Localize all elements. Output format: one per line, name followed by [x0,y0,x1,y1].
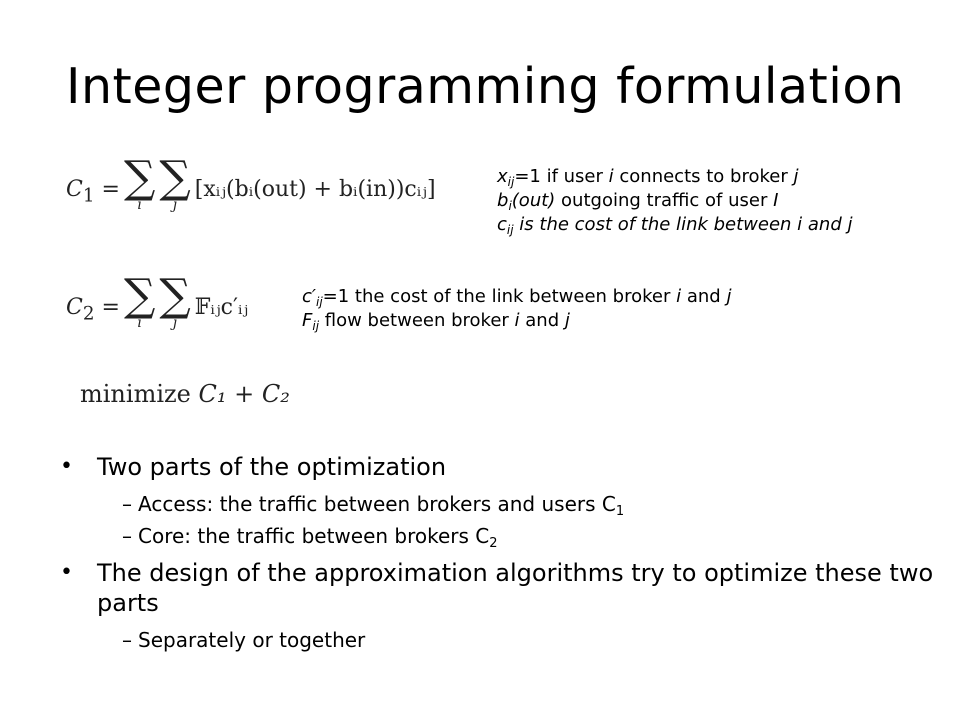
bullet-item: • The design of the approximation algori… [60,559,934,617]
note-line: bi(out) outgoing traffic of user I [497,190,779,213]
sub-bullet-item: – Separately or together [60,624,940,656]
bullet-dot: • [60,454,73,479]
sub-bullet-item: – Access: the traffic between brokers an… [60,488,940,520]
objective-word: minimize [80,380,191,408]
eq2-sum-j: ∑j [159,270,191,331]
eq1-sum-j: ∑j [159,152,191,213]
equation-c1: C1 = ∑i ∑j [xᵢⱼ(bᵢ(out) + bᵢ(in))cᵢⱼ] [66,152,436,213]
bullet-dash: – [122,492,132,516]
bullet-dot: • [60,560,73,585]
eq2-lhs-sub: 2 [82,303,95,325]
note-line: c′ij=1 the cost of the link between brok… [302,286,732,309]
note-line: Fij flow between broker i and j [302,310,570,333]
variable-notes-1: xij=1 if user i connects to broker j bi(… [497,165,852,237]
objective: minimize C₁ + C₂ [80,380,290,408]
objective-expr: C₁ + C₂ [198,380,290,408]
bullet-list: • Two parts of the optimization – Access… [60,452,940,656]
eq1-body: [xᵢⱼ(bᵢ(out) + bᵢ(in))cᵢⱼ] [194,177,436,202]
variable-notes-2: c′ij=1 the cost of the link between brok… [302,285,731,333]
eq1-lhs-sub: 1 [82,185,95,207]
sub-bullet-item: – Core: the traffic between brokers C2 [60,520,940,552]
bullet-dash: – [122,524,132,548]
bullet-item: • Two parts of the optimization [60,453,447,481]
note-line: xij=1 if user i connects to broker j [497,166,799,189]
eq1-lhs: C [66,177,83,202]
slide-title: Integer programming formulation [66,58,905,115]
eq2-body: 𝔽ᵢⱼc′ᵢⱼ [194,295,249,320]
note-line: cij is the cost of the link between i an… [497,214,853,237]
eq1-sum-i: ∑i [123,152,156,213]
eq2-sum-i: ∑i [123,270,156,331]
equation-c2: C2 = ∑i ∑j 𝔽ᵢⱼc′ᵢⱼ [66,270,249,331]
eq2-lhs: C [66,295,83,320]
bullet-dash: – [122,628,132,652]
